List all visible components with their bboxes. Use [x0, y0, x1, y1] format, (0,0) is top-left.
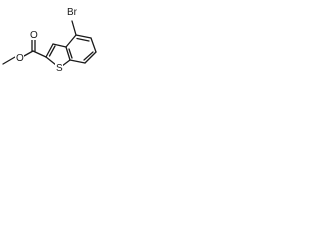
bond-c2-c3 [45, 43, 54, 58]
bond-c2-c3-inner [48, 45, 56, 57]
bond-c5-c6 [90, 37, 97, 53]
bond-c6-c7 [84, 51, 97, 64]
structure-diagram: Br O O S [2, 4, 97, 74]
bond-c7-c7a [69, 59, 86, 64]
bond-methyl-oxygen [2, 56, 16, 65]
bond-oxygen-carbonyl [23, 50, 34, 57]
atom-bromine-label: Br [67, 7, 78, 18]
atom-labels: Br O O S [15, 4, 84, 74]
bond-c6-c7-inner [83, 51, 94, 61]
bond-c4-c5 [75, 34, 92, 39]
bond-c3a-c4 [65, 34, 77, 48]
bond-s-c7a [61, 59, 71, 67]
atom-sulfur-label: S [56, 63, 63, 74]
bond-set [2, 20, 97, 67]
bond-c4-br [71, 20, 77, 36]
bond-c2-s [45, 56, 57, 66]
atom-carbonyl-oxygen-label: O [30, 30, 38, 41]
bond-c3a-c7a [65, 46, 71, 61]
bond-c3-c3a [52, 43, 67, 48]
atom-ester-oxygen-label: O [16, 53, 24, 64]
bond-c3a-c7a-inner [68, 48, 73, 59]
bond-carbonyl-c2 [32, 50, 47, 58]
bond-c4-c5-inner [76, 37, 90, 42]
